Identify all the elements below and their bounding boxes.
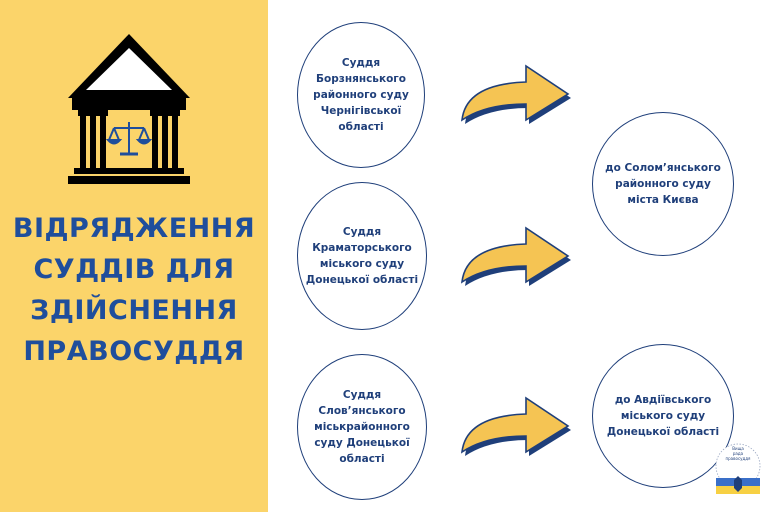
node-line: Суддя bbox=[342, 226, 382, 238]
logo-text-line: рада bbox=[732, 451, 744, 456]
node-line: Донецької області bbox=[305, 274, 419, 286]
node-line: області bbox=[338, 121, 384, 133]
node-line: Чернігівської bbox=[320, 105, 402, 117]
title-line-1: ВІДРЯДЖЕННЯ bbox=[12, 213, 256, 244]
logo-emblem-icon bbox=[715, 443, 761, 494]
node-line: міста Києва bbox=[627, 194, 699, 206]
node-line: суду Донецької bbox=[314, 437, 410, 449]
node-line: Донецької області bbox=[606, 426, 720, 438]
node-line: Суддя bbox=[341, 57, 381, 69]
node-line: Суддя bbox=[342, 389, 382, 401]
page-title: ВІДРЯДЖЕННЯ СУДДІВ ДЛЯ ЗДІЙСНЕННЯ ПРАВОС… bbox=[0, 208, 268, 372]
node-line: районного суду bbox=[615, 178, 711, 190]
target-node-solomianskyi: до Солом’янського районного суду міста К… bbox=[592, 112, 734, 256]
arrow-icon bbox=[461, 226, 571, 286]
node-line: Слов’янського bbox=[318, 405, 406, 417]
title-line-4: ПРАВОСУДДЯ bbox=[23, 336, 245, 367]
arrow-icon bbox=[461, 396, 571, 456]
node-line: області bbox=[339, 453, 385, 465]
node-line: міського суду bbox=[319, 258, 405, 270]
arrow-icon bbox=[461, 64, 571, 124]
council-logo: Вища рада правосуддя bbox=[712, 440, 764, 504]
source-node-kramatorsk: Суддя Краматорського міського суду Донец… bbox=[297, 182, 427, 330]
courthouse-icon bbox=[68, 34, 190, 184]
logo-text-line: правосуддя bbox=[725, 456, 751, 461]
source-node-sloviansk: Суддя Слов’янського міськрайонного суду … bbox=[297, 354, 427, 500]
source-node-borzna: Суддя Борзнянського районного суду Черні… bbox=[297, 22, 425, 168]
title-line-3: ЗДІЙСНЕННЯ bbox=[30, 295, 238, 326]
target-node-avdiivka: до Авдіївського міського суду Донецької … bbox=[592, 344, 734, 488]
node-line: Краматорського bbox=[312, 242, 412, 254]
node-line: до Авдіївського bbox=[614, 394, 712, 406]
title-line-2: СУДДІВ ДЛЯ bbox=[33, 254, 235, 285]
node-line: до Солом’янського bbox=[605, 162, 721, 174]
node-line: міського суду bbox=[620, 410, 706, 422]
node-line: районного суду bbox=[313, 89, 409, 101]
node-line: Борзнянського bbox=[316, 73, 406, 85]
node-line: міськрайонного bbox=[314, 421, 410, 433]
logo-text-line: Вища bbox=[732, 446, 744, 451]
left-panel: ВІДРЯДЖЕННЯ СУДДІВ ДЛЯ ЗДІЙСНЕННЯ ПРАВОС… bbox=[0, 0, 268, 512]
